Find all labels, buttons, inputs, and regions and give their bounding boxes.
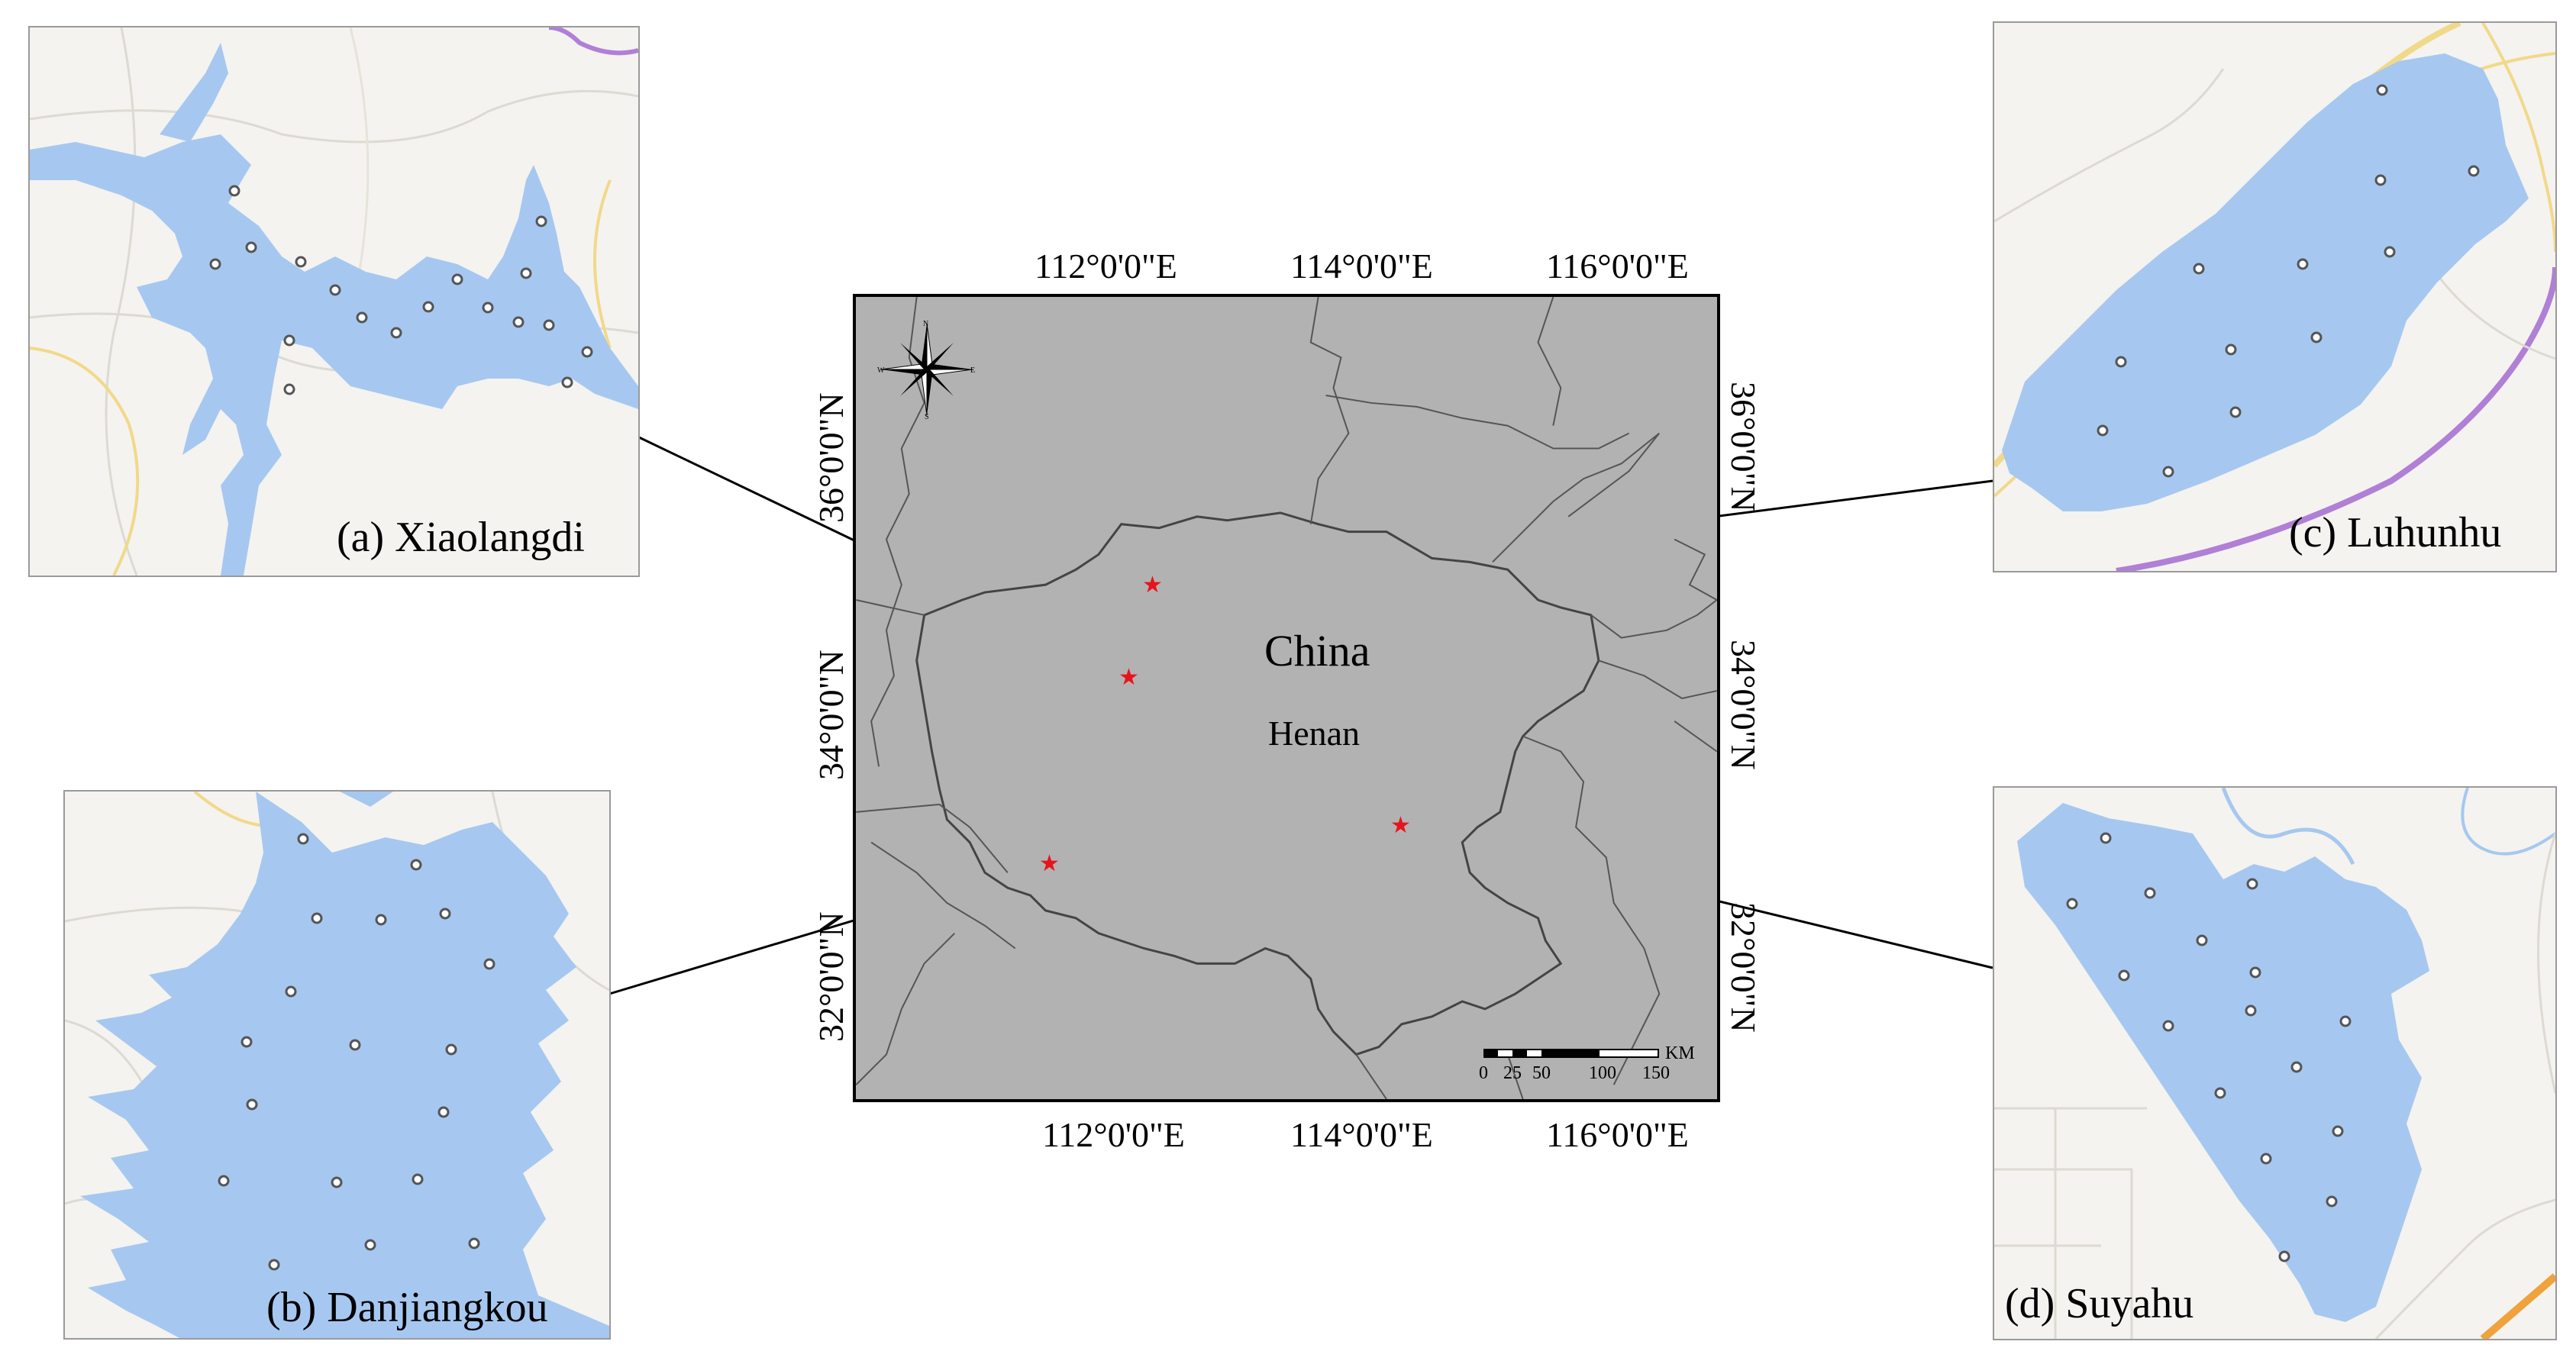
right-tick-32: 32°0'0"N (1724, 902, 1763, 1033)
inset-luhunhu-caption: (c) Luhunhu (2289, 509, 2502, 556)
site-star-suyahu: ★ (1390, 813, 1411, 838)
scale-label-0: 0 (1479, 1063, 1488, 1083)
right-tick-36: 36°0'0"N (1724, 382, 1763, 512)
bottom-tick-116: 116°0'0"E (1546, 1115, 1689, 1154)
top-tick-114: 114°0'0"E (1290, 247, 1433, 285)
compass-w: W (877, 366, 885, 375)
compass-rose-icon: N S W E (877, 320, 975, 419)
inset-suyahu-map (1994, 788, 2555, 1339)
inset-xiaolangdi: (a) Xiaolangdi (28, 26, 640, 577)
compass-s: S (925, 413, 929, 419)
top-tick-112: 112°0'0"E (1035, 247, 1177, 285)
inset-xiaolangdi-caption: (a) Xiaolangdi (337, 514, 585, 561)
inset-danjiangkou: (b) Danjiangkou (63, 790, 611, 1340)
scale-label-100: 100 (1589, 1063, 1616, 1083)
bottom-tick-114: 114°0'0"E (1290, 1115, 1433, 1154)
inset-suyahu-caption: (d) Suyahu (2005, 1280, 2194, 1327)
inset-suyahu: (d) Suyahu (1993, 786, 2557, 1340)
inset-luhunhu: (c) Luhunhu (1993, 21, 2557, 572)
site-star-luhunhu: ★ (1142, 572, 1163, 598)
inset-luhunhu-map (1994, 23, 2555, 571)
inset-danjiangkou-caption: (b) Danjiangkou (266, 1284, 548, 1331)
left-tick-32: 32°0'0"N (812, 911, 851, 1042)
compass-e: E (970, 366, 975, 375)
scale-label-50: 50 (1532, 1063, 1551, 1083)
henan-boundary (915, 511, 1600, 1056)
site-star-danjiangkou: ★ (1039, 851, 1060, 876)
site-star-xiaolangdi: ★ (1119, 665, 1139, 690)
top-tick-116: 116°0'0"E (1546, 247, 1689, 285)
scale-label-25: 25 (1503, 1063, 1522, 1083)
left-tick-36: 36°0'0"N (812, 392, 851, 523)
bottom-tick-112: 112°0'0"E (1042, 1115, 1185, 1154)
compass-n: N (923, 320, 928, 328)
inset-danjiangkou-map (65, 792, 609, 1338)
country-label-china: China (1264, 626, 1370, 676)
scale-label-150: 150 (1642, 1063, 1670, 1083)
province-boundaries (856, 297, 1717, 1099)
scale-bar (1483, 1049, 1659, 1059)
henan-main-map: N S W E ★ ★ ★ ★ China Henan KM 0 25 50 1… (853, 294, 1720, 1102)
right-tick-34: 34°0'0"N (1724, 640, 1763, 770)
scale-unit: KM (1665, 1043, 1695, 1063)
province-label-henan: Henan (1268, 714, 1361, 753)
inset-xiaolangdi-map (30, 27, 638, 576)
left-tick-34: 34°0'0"N (812, 650, 851, 780)
